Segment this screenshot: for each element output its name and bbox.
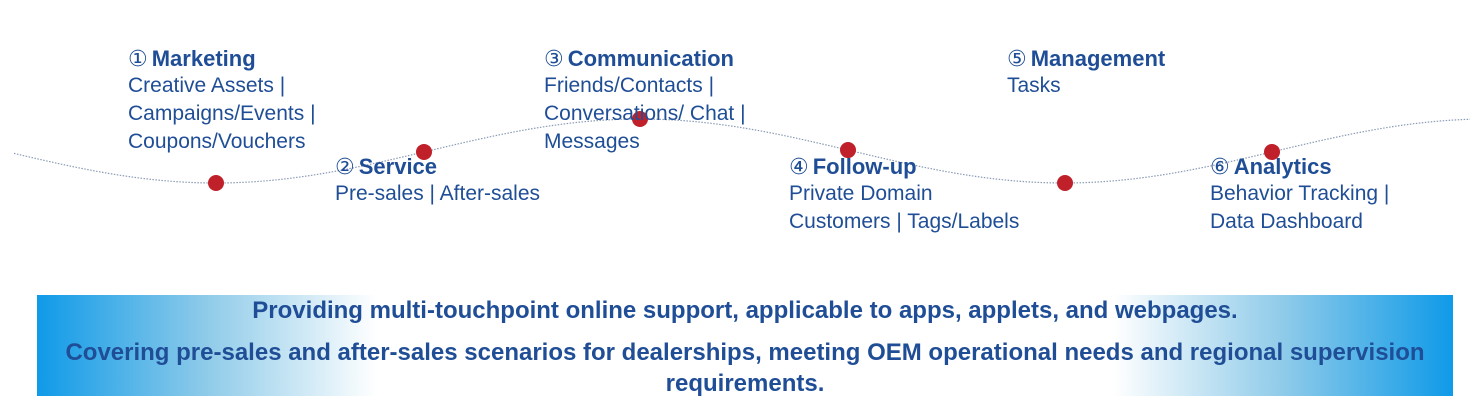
step-number: ⑥ xyxy=(1210,154,1230,179)
step-title-text: Analytics xyxy=(1233,154,1332,179)
step-items: Behavior Tracking | Data Dashboard xyxy=(1210,180,1389,236)
timeline-dot-5 xyxy=(1057,175,1073,191)
step-item: Behavior Tracking | xyxy=(1210,182,1390,205)
step-item: Pre-sales | After-sales xyxy=(335,182,541,205)
timeline-dot-1 xyxy=(208,175,224,191)
timeline-dot-4 xyxy=(840,142,856,159)
step-items: Pre-sales | After-sales xyxy=(335,180,540,208)
step-number: ② xyxy=(335,154,355,179)
step-items: Friends/Contacts | Conversations/ Chat |… xyxy=(544,72,746,156)
step-title-text: Marketing xyxy=(151,46,256,71)
banner-line-2: Covering pre-sales and after-sales scena… xyxy=(65,339,1425,397)
step-number: ⑤ xyxy=(1007,46,1027,71)
step-item: Customers | Tags/Labels xyxy=(789,210,1020,233)
timeline-dot-2 xyxy=(416,143,432,160)
step-item: Private Domain xyxy=(789,182,933,205)
step-items: Creative Assets | Campaigns/Events | Cou… xyxy=(128,72,316,156)
step-title-text: Communication xyxy=(567,46,734,71)
step-item: Coupons/Vouchers xyxy=(128,130,306,153)
step-item: Campaigns/Events | xyxy=(128,102,316,125)
step-item: Messages xyxy=(544,130,640,153)
step-number: ③ xyxy=(544,46,564,71)
timeline-wave xyxy=(13,111,1471,191)
step-title-text: Service xyxy=(358,154,438,179)
step-number: ① xyxy=(128,46,148,71)
step-item: Creative Assets | xyxy=(128,74,286,97)
banner-line-1: Providing multi-touchpoint online suppor… xyxy=(252,297,1238,324)
step-title-text: Follow-up xyxy=(812,154,917,179)
step-item: Friends/Contacts | xyxy=(544,74,715,97)
timeline-dot-6 xyxy=(1264,143,1280,160)
step-number: ④ xyxy=(789,154,809,179)
summary-banner: Providing multi-touchpoint online suppor… xyxy=(37,295,1453,397)
step-item: Conversations/ Chat | xyxy=(544,102,746,125)
step-item: Tasks xyxy=(1007,74,1061,97)
step-item: Data Dashboard xyxy=(1210,210,1363,233)
step-items: Private Domain Customers | Tags/Labels xyxy=(789,180,1019,236)
timeline-dot-3 xyxy=(632,111,648,127)
step-items: Tasks xyxy=(1007,72,1165,100)
step-title-text: Management xyxy=(1030,46,1166,71)
